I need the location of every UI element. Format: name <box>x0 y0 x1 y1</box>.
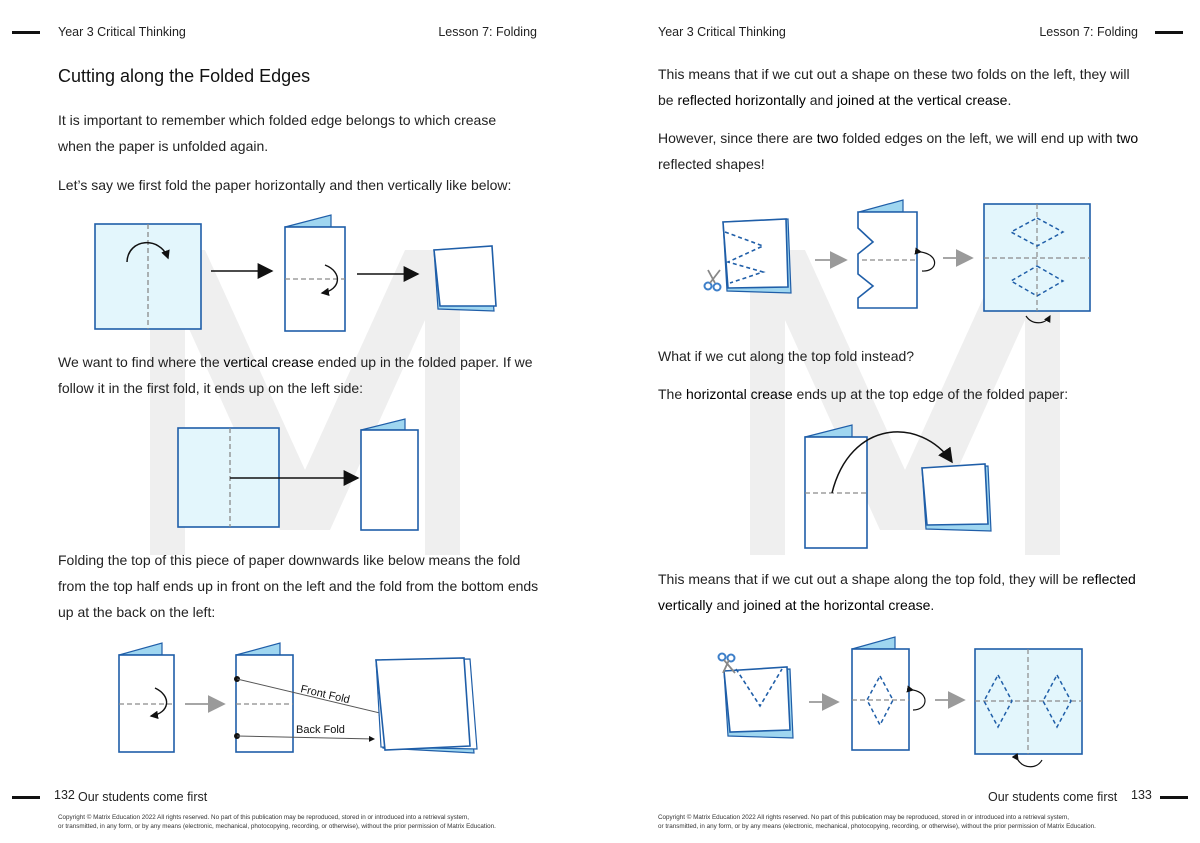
header-lesson: Lesson 7: Folding <box>438 25 537 39</box>
page-number: 132 <box>54 788 75 802</box>
fold-tab <box>235 642 281 656</box>
unfold-arrow-icon <box>1025 314 1051 324</box>
scissors-icon <box>717 652 736 674</box>
paragraph-top-fold-question: What if we cut along the top fold instea… <box>658 348 915 364</box>
scissors-icon <box>703 269 722 292</box>
paper-quarter-back <box>722 218 792 294</box>
fold-arrow-icon <box>320 264 339 297</box>
footer-rule <box>1160 796 1188 799</box>
cut-line-v <box>735 668 783 708</box>
diagram-horizontal-crease <box>804 424 992 549</box>
fold-tab <box>284 214 332 228</box>
diagram-vertical-crease <box>177 418 419 531</box>
paper-quarter-back <box>375 659 475 754</box>
page-133: Year 3 Critical Thinking Lesson 7: Foldi… <box>600 0 1200 843</box>
paragraph-fold-example: Let’s say we first fold the paper horizo… <box>58 177 512 193</box>
header-course: Year 3 Critical Thinking <box>58 25 186 39</box>
paper-half <box>284 226 346 332</box>
paper-quarter <box>723 666 791 733</box>
diagram-fold-sequence <box>94 214 497 332</box>
paragraph-reflected-horizontally: This means that if we cut out a shape on… <box>658 66 1130 108</box>
front-fold-pointer <box>236 678 385 716</box>
paper-square <box>94 223 202 330</box>
paragraph-intro: It is important to remember which folded… <box>58 112 497 154</box>
footer-rule <box>12 796 40 799</box>
paragraph-vertical-crease: We want to find where the vertical creas… <box>58 354 533 396</box>
copyright-notice: Copyright © Matrix Education 2022 All ri… <box>58 814 496 830</box>
fold-tab <box>804 424 853 438</box>
unfold-arrow-icon <box>914 247 936 272</box>
paper-quarter-inner <box>375 658 478 750</box>
diamond-cutout <box>866 674 894 727</box>
unfold-arrow-icon <box>906 685 926 711</box>
diamond-cutout <box>983 673 1013 729</box>
fold-tab <box>851 636 896 650</box>
paragraph-top-fold: Folding the top of this piece of paper d… <box>58 552 539 620</box>
unfold-arrow-icon <box>1011 753 1043 768</box>
paragraph-two-shapes: However, since there are two folded edge… <box>658 130 1139 172</box>
page-132: Year 3 Critical Thinking Lesson 7: Foldi… <box>12 25 539 830</box>
curved-arrow-icon <box>831 431 953 494</box>
section-title: Cutting along the Folded Edges <box>58 66 311 86</box>
fold-tab <box>360 418 406 431</box>
footer-slogan: Our students come first <box>78 790 208 804</box>
diamond-cutout <box>1042 673 1072 729</box>
fold-tab <box>118 642 163 656</box>
paper-quarter-back <box>433 246 495 312</box>
label-front-fold: Front Fold <box>299 683 351 706</box>
back-fold-point <box>234 733 240 739</box>
paper-rectangle <box>177 427 280 528</box>
page-number: 133 <box>1131 788 1152 802</box>
header-course: Year 3 Critical Thinking <box>658 25 786 39</box>
copyright-notice: Copyright © Matrix Education 2022 All ri… <box>658 814 1096 830</box>
term-vertical-crease: vertical crease <box>223 354 314 370</box>
paper-half-cut <box>857 211 918 309</box>
paper-half <box>804 436 868 549</box>
paper-quarter-back <box>921 465 992 532</box>
paper-unfolded <box>974 648 1083 755</box>
label-back-fold: Back Fold <box>296 724 345 736</box>
paper-half <box>851 648 910 751</box>
diagram-cut-top-fold <box>717 636 1083 768</box>
paper-quarter-back <box>723 668 794 739</box>
header-rule <box>12 31 40 34</box>
paper-quarter <box>433 245 497 307</box>
paragraph-reflected-vertically: This means that if we cut out a shape al… <box>658 571 1136 613</box>
cut-line-zigzag <box>724 231 766 284</box>
diagram-cut-left-folds <box>703 199 1091 324</box>
fold-arrow-icon <box>149 687 168 720</box>
paper-quarter <box>722 218 789 289</box>
paper-half <box>360 429 419 531</box>
paper-quarter <box>375 657 471 751</box>
paper-half <box>235 654 294 753</box>
front-fold-point <box>234 676 240 682</box>
diamond-cutout <box>1009 217 1065 247</box>
header-rule <box>1155 31 1183 34</box>
paper-quarter <box>921 463 989 526</box>
back-fold-pointer <box>236 735 375 742</box>
paragraph-horizontal-crease: The horizontal crease ends up at the top… <box>658 386 1069 402</box>
paper-unfolded <box>983 203 1091 312</box>
footer-slogan: Our students come first <box>988 790 1118 804</box>
diagram-front-back-fold: Front Fold Back Fold <box>118 642 478 754</box>
header-lesson: Lesson 7: Folding <box>1039 25 1138 39</box>
diamond-cutout <box>1009 265 1065 297</box>
paper-half <box>118 654 175 753</box>
fold-arrow-icon <box>126 241 170 263</box>
fold-tab <box>858 199 904 213</box>
